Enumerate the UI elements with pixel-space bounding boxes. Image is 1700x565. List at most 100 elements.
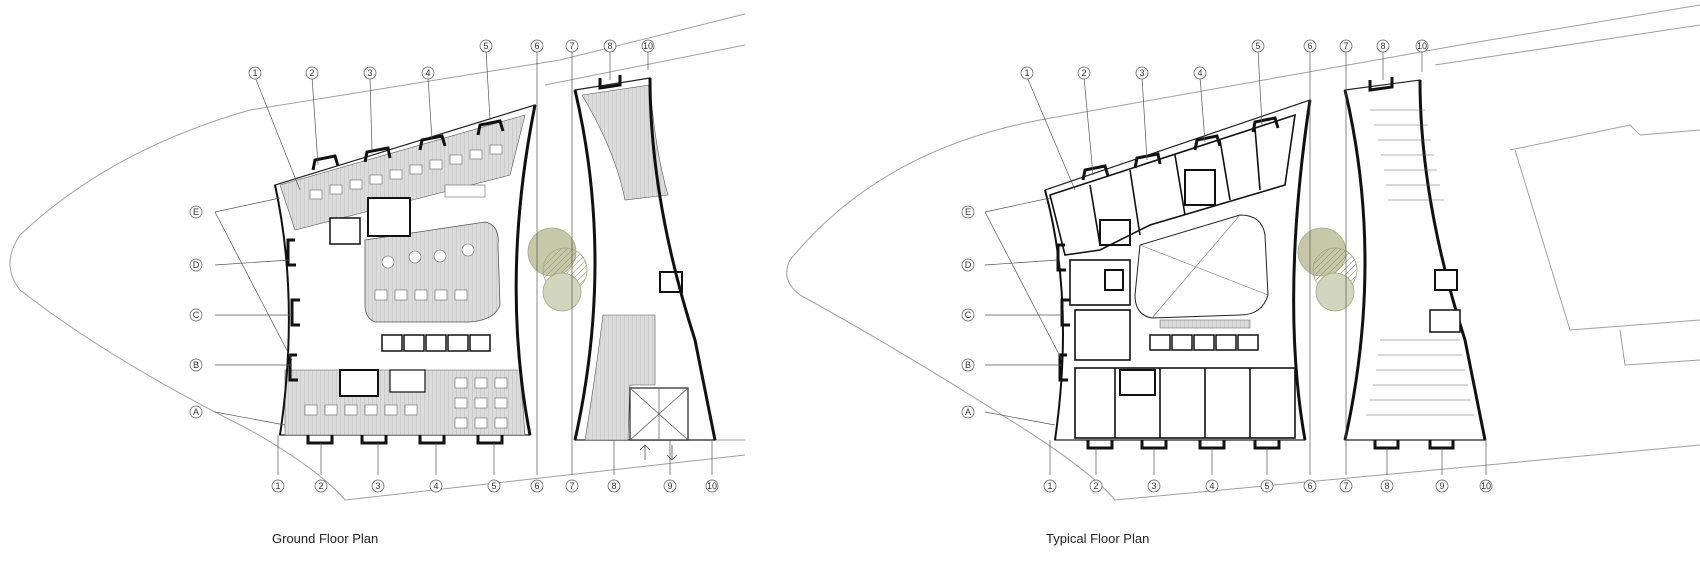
grid-label: E	[193, 207, 199, 217]
grid-bubble	[1380, 479, 1394, 493]
grid-label: 1	[252, 68, 257, 78]
tree-cluster-typical	[1297, 227, 1358, 312]
grid-bubble	[1415, 39, 1429, 53]
ground-floor-caption: Ground Floor Plan	[272, 531, 379, 546]
grid-bubble	[1479, 479, 1493, 493]
grid-label: 8	[1380, 41, 1385, 51]
grid-bubble	[961, 308, 975, 322]
grid-label: B	[193, 360, 199, 370]
grid-label: 4	[1209, 481, 1214, 491]
grid-bubble	[1077, 66, 1091, 80]
north-service-room	[329, 217, 361, 245]
grid-label: 7	[1343, 41, 1348, 51]
grid-bubble	[1147, 479, 1161, 493]
grid-bubble	[1339, 479, 1353, 493]
grid-label: 10	[1481, 481, 1491, 491]
grid-label: 1	[1047, 481, 1052, 491]
grid-label: 3	[375, 481, 380, 491]
grid-bubble	[1135, 66, 1149, 80]
typical-courtyard-void	[1134, 214, 1269, 319]
grid-bubble	[565, 39, 579, 53]
grid-label: 2	[309, 68, 314, 78]
grid-bubble	[1303, 39, 1317, 53]
grid-bubble	[271, 479, 285, 493]
grid-label: 9	[1439, 481, 1444, 491]
grid-label: 3	[1151, 481, 1156, 491]
grid-bubble	[1435, 479, 1449, 493]
grid-label: 9	[667, 481, 672, 491]
site-boundary-typical	[786, 4, 1700, 501]
north-stair-core	[367, 197, 411, 237]
grid-bubble	[1205, 479, 1219, 493]
grid-label: 3	[367, 68, 372, 78]
grid-bubble	[1260, 479, 1274, 493]
grid-bubble	[1020, 66, 1034, 80]
grid-bubble	[565, 479, 579, 493]
grid-label: 10	[1417, 41, 1427, 51]
grid-label: 6	[1307, 41, 1312, 51]
grid-label: 4	[1197, 68, 1202, 78]
grid-label: A	[193, 407, 199, 417]
grid-bubble	[530, 479, 544, 493]
grid-label: 5	[483, 41, 488, 51]
grid-label: 2	[318, 481, 323, 491]
grid-bubble	[607, 479, 621, 493]
grid-bubble	[248, 66, 262, 80]
grid-bubble	[641, 39, 655, 53]
grid-label: 5	[491, 481, 496, 491]
grid-bubble	[1376, 39, 1390, 53]
grid-bubble	[1303, 479, 1317, 493]
grid-label: D	[965, 260, 972, 270]
grid-label: 6	[1307, 481, 1312, 491]
grid-bubble	[1251, 39, 1265, 53]
grid-bubble	[189, 308, 203, 322]
grid-bubble	[479, 39, 493, 53]
grid-bubble	[305, 66, 319, 80]
grid-bubble	[961, 205, 975, 219]
grid-label: 5	[1264, 481, 1269, 491]
grid-bubble	[189, 358, 203, 372]
grid-label: 3	[1139, 68, 1144, 78]
grid-label: 5	[1255, 41, 1260, 51]
grid-label: 7	[569, 41, 574, 51]
grid-label: 10	[707, 481, 717, 491]
grid-label: A	[965, 407, 971, 417]
grid-bubble	[363, 66, 377, 80]
grid-bubble	[603, 39, 617, 53]
grid-label: 10	[643, 41, 653, 51]
site-boundary	[9, 13, 746, 501]
grid-bubble	[530, 39, 544, 53]
grid-bubble	[421, 66, 435, 80]
grid-bubble	[189, 405, 203, 419]
grid-label: 4	[433, 481, 438, 491]
grid-bubble	[314, 479, 328, 493]
grid-label: 8	[607, 41, 612, 51]
typical-floor-caption: Typical Floor Plan	[1046, 531, 1150, 546]
grid-bubble	[429, 479, 443, 493]
grid-bubble	[961, 358, 975, 372]
street-line-typical	[1434, 24, 1700, 66]
east-hatched-north	[581, 84, 669, 201]
grid-label: 6	[534, 41, 539, 51]
grid-label: 8	[1384, 481, 1389, 491]
grid-bubble	[487, 479, 501, 493]
grid-bubble	[663, 479, 677, 493]
grid-bubble	[371, 479, 385, 493]
grid-bubble	[189, 258, 203, 272]
neighbour-building	[1509, 124, 1700, 366]
grid-bubble	[1339, 39, 1353, 53]
grid-label: 1	[275, 481, 280, 491]
grid-bubble	[961, 258, 975, 272]
grid-bubble	[1089, 479, 1103, 493]
grid-label: C	[193, 310, 200, 320]
grid-bubble	[1043, 479, 1057, 493]
grid-label: 8	[611, 481, 616, 491]
grid-bubble	[705, 479, 719, 493]
grid-label: 2	[1081, 68, 1086, 78]
street-line	[544, 44, 746, 86]
grid-label: E	[965, 207, 971, 217]
